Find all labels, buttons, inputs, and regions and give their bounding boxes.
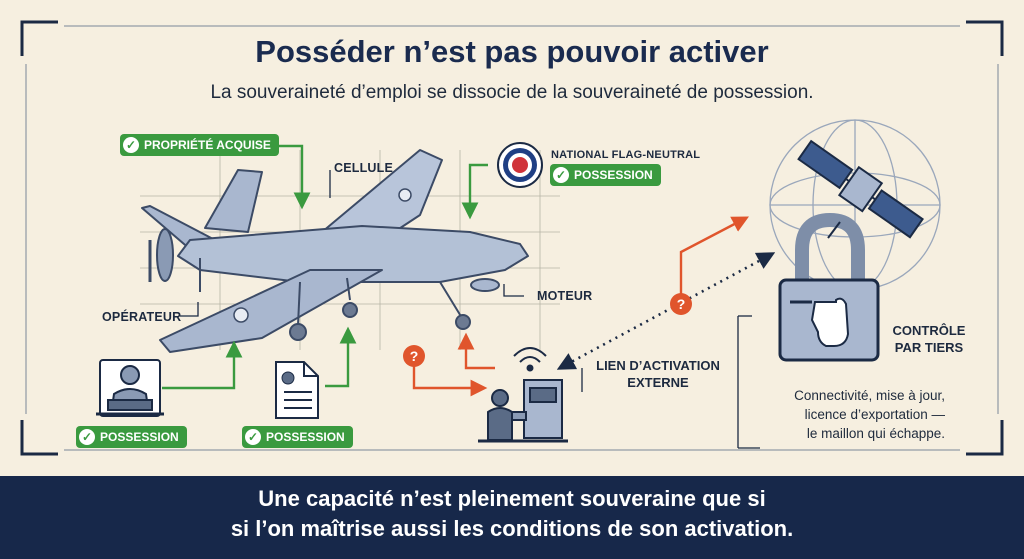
- lien-activation-line2: EXTERNE: [627, 375, 689, 390]
- possession-operator-label: POSSESSION: [100, 430, 179, 444]
- ruler-ticks: [25, 25, 999, 451]
- drone-tail-upper: [204, 169, 263, 233]
- lien-activation-line1: LIEN D’ACTIVATION: [596, 358, 720, 373]
- check-icon: ✓: [123, 137, 139, 153]
- dotted-activation-link: [556, 252, 776, 370]
- conclusion-banner: Une capacité n’est pleinement souveraine…: [0, 476, 1024, 559]
- check-icon: ✓: [79, 429, 95, 445]
- drone-lower-wing: [159, 269, 383, 353]
- banner-line2: si l’on maîtrise aussi les conditions de…: [230, 516, 794, 541]
- question-icon: [403, 293, 692, 367]
- note-line1: Connectivité, mise à jour,: [794, 388, 945, 403]
- question-mark-b: ?: [676, 296, 686, 312]
- control-station-icon: [478, 379, 568, 443]
- possession-operator-badge: ✓ POSSESSION: [76, 426, 187, 448]
- drone-fuselage: [177, 225, 529, 283]
- hand-pointer-icon: [790, 297, 850, 347]
- frame-corners: [20, 20, 1004, 456]
- wifi-signal-icon: [513, 347, 547, 372]
- satellite-icon: [797, 139, 924, 239]
- page-title: Posséder n’est pas pouvoir activer: [255, 34, 769, 69]
- note-line3: le maillon qui échappe.: [806, 426, 945, 441]
- lien-activation-label: LIEN D’ACTIVATION EXTERNE: [588, 357, 728, 391]
- operateur-label: OPÉRATEUR: [102, 310, 182, 324]
- document-icon: [275, 361, 319, 419]
- moteur-label: MOTEUR: [537, 289, 593, 303]
- banner-line1: Une capacité n’est pleinement souveraine…: [258, 486, 766, 511]
- controle-par-tiers-label: CONTRÔLE PAR TIERS: [884, 322, 974, 356]
- cellule-label: CELLULE: [334, 161, 394, 175]
- page-subtitle: La souveraineté d’emploi se dissocie de …: [210, 82, 814, 103]
- possession-flag-label: POSSESSION: [574, 168, 653, 182]
- possession-document-badge: ✓ POSSESSION: [242, 426, 353, 448]
- check-icon: ✓: [245, 429, 261, 445]
- leader-lines: [180, 170, 760, 449]
- question-mark-a: ?: [409, 348, 419, 364]
- possession-flag-badge: ✓ POSSESSION: [550, 164, 661, 186]
- green-arrows: [162, 144, 488, 390]
- controle-line1: CONTRÔLE: [892, 323, 966, 338]
- check-icon: ✓: [553, 167, 569, 183]
- possession-document-label: POSSESSION: [266, 430, 345, 444]
- note-line2: licence d’exportation —: [804, 407, 945, 422]
- connectivity-note: Connectivité, mise à jour, licence d’exp…: [745, 386, 945, 443]
- controle-line2: PAR TIERS: [894, 340, 964, 355]
- drone-illustration: [141, 149, 529, 353]
- propriete-acquise-label: PROPRIÉTÉ ACQUISE: [144, 138, 271, 152]
- propriete-acquise-badge: ✓ PROPRIÉTÉ ACQUISE: [120, 134, 279, 156]
- operator-laptop-icon: [96, 359, 164, 417]
- national-flag-neutral-label: NATIONAL FLAG-NEUTRAL: [551, 149, 701, 161]
- roundel-icon: [497, 142, 543, 188]
